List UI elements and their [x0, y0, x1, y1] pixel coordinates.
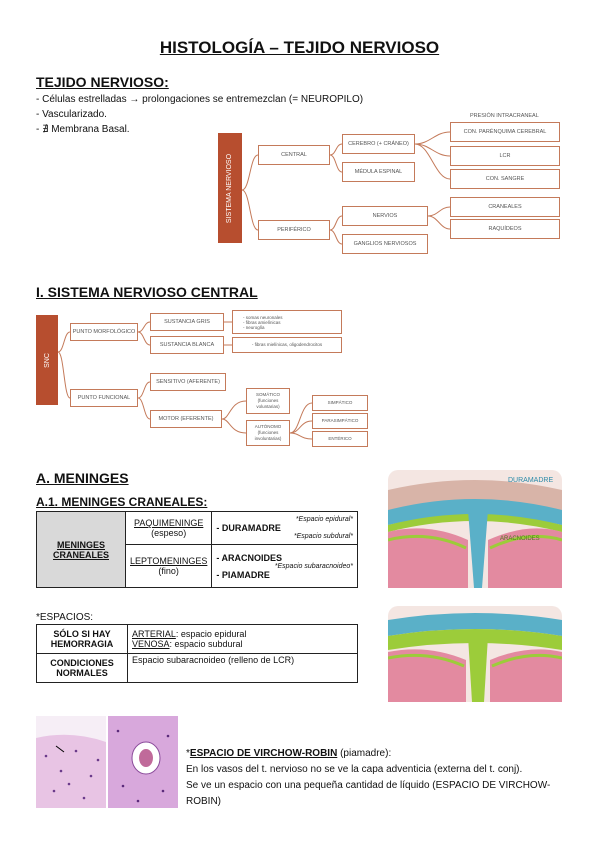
paqui-detail-cell: *Espacio epidural* - DURAMADRE *Espacio … [211, 511, 358, 545]
virchow-line-1: En los vasos del t. nervioso no se ve la… [186, 764, 523, 775]
meninges-sub: A.1. MENINGES CRANEALES: [36, 495, 208, 509]
simpatico-box: SIMPÁTICO [312, 395, 368, 411]
aferente-box: SENSITIVO (AFERENTE) [150, 373, 226, 391]
central-box: CENTRAL [258, 145, 330, 165]
meninges-illustration-bottom [388, 606, 562, 702]
meninges-row-label: MENINGES CRANEALES [36, 511, 126, 588]
nervios-box: NERVIOS [342, 206, 428, 226]
tejido-bullet-1: - Células estrelladas → prolongaciones s… [36, 94, 364, 105]
parenquima-box: CON. PARÉNQUIMA CEREBRAL [450, 122, 560, 142]
lepto-detail-cell: - ARACNOIDES *Espacio subaracnoideo* - P… [211, 544, 358, 588]
espacios-label-2: CONDICIONES NORMALES [36, 653, 128, 683]
funcional-box: PUNTO FUNCIONAL [70, 389, 138, 407]
sangre-box: CON. SANGRE [450, 169, 560, 189]
periferico-box: PERIFÉRICO [258, 220, 330, 240]
page-title: HISTOLOGÍA – TEJIDO NERVIOSO [159, 38, 440, 57]
snc-bar: SNC [36, 315, 58, 405]
virchow-line-2: Se ve un espacio con una pequeña cantida… [186, 780, 551, 791]
parasimpatico-box: PARASIMPÁTICO [312, 413, 368, 429]
tejido-bullet-2: - Vascularizado. [36, 109, 107, 120]
espacios-detail-1: ARTERIAL: espacio epidural VENOSA: espac… [127, 624, 358, 654]
histology-image-1 [36, 716, 106, 808]
meninges-table: MENINGES CRANEALES PAQUIMENINGE (espeso)… [36, 511, 358, 588]
espacios-detail-2: Espacio subaracnoideo (relleno de LCR) [127, 653, 358, 683]
enterico-box: ENTÉRICO [312, 431, 368, 447]
blanca-detail-box: - fibras mielínicas, oligodendrocitos [232, 337, 342, 353]
raquideos-box: RAQUÍDEOS [450, 219, 560, 239]
craneales-box: CRANEALES [450, 197, 560, 217]
somatico-box: SOMÁTICO (funciones voluntarias) [246, 388, 290, 414]
snc-heading: I. SISTEMA NERVIOSO CENTRAL [36, 284, 258, 300]
cerebro-box: CEREBRO (+ CRÁNEO) [342, 134, 415, 154]
histology-image-2 [108, 716, 178, 808]
espacios-label-1: SÓLO SI HAY HEMORRAGIA [36, 624, 128, 654]
virchow-title-line: *ESPACIO DE VIRCHOW-ROBIN (piamadre): [186, 748, 392, 759]
autonomo-box: AUTÓNOMO (funciones involuntarias) [246, 420, 290, 446]
aracnoides-image-label: ARACNOIDES [500, 536, 540, 542]
lepto-cell: LEPTOMENINGES (fino) [124, 544, 213, 588]
espacios-heading: *ESPACIOS: [36, 612, 94, 623]
morfologico-box: PUNTO MORFOLÓGICO [70, 323, 138, 341]
meninges-illustration-top: DURAMADRE ARACNOIDES [388, 470, 562, 588]
ganglios-box: GANGLIOS NERVIOSOS [342, 234, 428, 254]
tejido-bullet-3: - ∄ Membrana Basal. [36, 124, 130, 135]
sistema-nervioso-bar: SISTEMA NERVIOSO [218, 133, 242, 243]
blanca-box: SUSTANCIA BLANCA [150, 336, 224, 354]
medula-box: MÉDULA ESPINAL [342, 162, 415, 182]
meninges-heading: A. MENINGES [36, 470, 129, 486]
presion-label: PRESIÓN INTRACRANEAL [470, 113, 539, 119]
virchow-line-3: ROBIN) [186, 796, 221, 807]
espacios-table: SÓLO SI HAY HEMORRAGIA ARTERIAL: espacio… [36, 624, 358, 683]
paqui-cell: PAQUIMENINGE (espeso) [124, 511, 213, 545]
duramadre-image-label: DURAMADRE [508, 477, 553, 484]
gris-detail-box: - somas neuronales - fibras amielínicas … [232, 310, 342, 334]
gris-box: SUSTANCIA GRIS [150, 313, 224, 331]
eferente-box: MOTOR (EFERENTE) [150, 410, 222, 428]
tejido-heading: TEJIDO NERVIOSO: [36, 74, 169, 90]
lcr-box: LCR [450, 146, 560, 166]
